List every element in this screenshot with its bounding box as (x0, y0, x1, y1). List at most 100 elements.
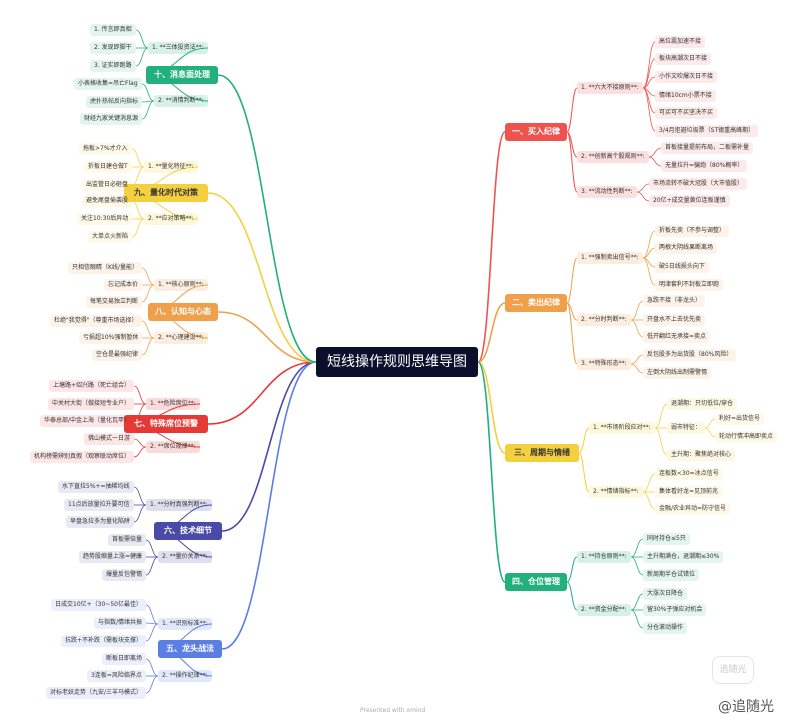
leaf-item[interactable]: 断板日即离场 (102, 653, 147, 665)
leaf-item[interactable]: 两根大阴线果断离场 (655, 242, 718, 254)
subtopic[interactable]: 1. **强制卖出信号**: (577, 252, 643, 264)
leaf-item[interactable]: 连板数<30=冰点信号 (655, 468, 723, 480)
branch-b9[interactable]: 九、量化时代对策 (124, 184, 208, 202)
leaf-item[interactable]: 同时持仓≤5只 (643, 533, 690, 545)
leaf-item[interactable]: 小作文吹爆次日不接 (655, 71, 718, 83)
leaf-item[interactable]: 低开翻红无承接=卖点 (643, 331, 711, 343)
leaf-item[interactable]: 抗跌+不补跌（需板块支撑） (61, 635, 147, 647)
subtopic[interactable]: 1. **识别标准**: (158, 618, 212, 630)
leaf-item[interactable]: 集体看好龙=见顶前兆 (655, 486, 723, 498)
branch-b7[interactable]: 七、特殊席位预警 (124, 415, 208, 433)
branch-b6[interactable]: 六、技术细节 (154, 522, 222, 540)
subtopic[interactable]: 2. **情绪指标**: (589, 486, 643, 498)
leaf-item[interactable]: 水下直拉5%+=抽稀均线 (58, 481, 134, 493)
subtopic[interactable]: 1. **分时真强判断**: (146, 499, 212, 511)
leaf-item[interactable]: 中关村大街（做接短专业户） (48, 398, 135, 410)
leaf-item[interactable]: 破5日线损头向下 (655, 261, 709, 273)
leaf-item[interactable]: 拖板>7%才介入 (79, 143, 132, 155)
leaf-item[interactable]: 3连板=风险临界点 (87, 670, 146, 682)
leaf-item[interactable]: 左倒大阴线出制需警惕 (643, 367, 712, 379)
leaf-item[interactable]: 对标老妖走势（九安/三羊马模式） (46, 687, 147, 699)
leaf-item[interactable]: 无量拉升=骗炮（80%概率） (661, 160, 748, 172)
leaf-item[interactable]: 大单点火新陷 (88, 231, 133, 243)
leaf-item[interactable]: 主升期满仓，退潮期≤30% (643, 551, 724, 563)
subtopic[interactable]: 1. **核心原则**: (154, 279, 208, 291)
leaf-item[interactable]: 空仓是最强纪律 (92, 349, 143, 361)
leaf-item[interactable]: 11点后放量拉升要可信 (64, 499, 134, 511)
leaf-item[interactable]: 金融/农业异动=防守信号 (655, 503, 731, 515)
leaf-item[interactable]: 机构榜需辨别真假（观察联动席位） (30, 451, 135, 463)
leaf-item[interactable]: 亏损超10%强制暂休 (79, 332, 143, 344)
subtopic[interactable]: 2. **应对策略**: (144, 213, 198, 225)
subtopic[interactable]: 1. **危险席位**: (146, 398, 200, 410)
leaf-item[interactable]: 20亿+成交量黄位连板谨慎 (649, 195, 730, 207)
leaf-item[interactable]: 分仓滚动操作 (643, 622, 688, 634)
leaf-item[interactable]: 新周期半仓试错位 (643, 569, 700, 581)
leaf-item[interactable]: 出监管日必砸盘 (82, 179, 133, 191)
leaf-item[interactable]: 可买可不买坚决不买 (655, 107, 718, 119)
leaf-item[interactable]: 每笔交易独立判断 (86, 296, 143, 308)
subtopic[interactable]: 2. **操作纪律**: (158, 670, 212, 682)
leaf-item[interactable]: 板块高潮次日不接 (655, 53, 712, 65)
leaf-item[interactable]: 趋势股缩量上涨=健康 (79, 551, 147, 563)
leaf-item[interactable]: 避免尾盘偷袭股 (82, 195, 133, 207)
subtopic[interactable]: 3. **特殊形态**: (577, 358, 631, 370)
subtopic[interactable]: 1. **六大不接原则**: (577, 82, 643, 94)
leaf-item[interactable]: 折板日建仓做T (84, 161, 132, 173)
leaf-item[interactable]: 市场流转不破大冠股（大市值股） (649, 178, 748, 190)
subtopic[interactable]: 3. **流动性判断**: (577, 186, 637, 198)
branch-b8[interactable]: 八、认知与心态 (148, 303, 218, 321)
leaf-item[interactable]: 1. 传言即真相 (90, 24, 136, 36)
subtopic[interactable]: 2. **心理建设**: (154, 332, 208, 344)
branch-b2[interactable]: 二、卖出纪律 (505, 294, 567, 312)
leaf-item[interactable]: 只相信眼睛（K线/量能） (68, 262, 142, 274)
leaf-item[interactable]: 反包股多为出货股（80%风险） (643, 349, 737, 361)
leaf-item[interactable]: 小表格收集=吊亡Flag (74, 78, 142, 90)
leaf-item[interactable]: 3. 证实即跑路 (90, 60, 136, 72)
leaf-item[interactable]: 佛山模式一日游 (84, 433, 135, 445)
branch-b10[interactable]: 十、消息面处理 (146, 66, 218, 84)
leaf-item[interactable]: 退潮期：只切低位/穿仓 (667, 398, 738, 410)
subtopic[interactable]: 2. **资金分配**: (577, 604, 631, 616)
leaf-item[interactable]: 上塘路+绍兴路（死亡组合） (49, 380, 135, 392)
leaf-item[interactable]: 早盘急拉多为量化陷阱 (66, 516, 135, 528)
leaf-item[interactable]: 明津套利不封板立即跑 (655, 279, 724, 291)
subtopic[interactable]: 2. **创新高个股规则**: (577, 151, 649, 163)
leaf-item[interactable]: 2. 发现即脚干 (90, 42, 136, 54)
leaf-item[interactable]: 3/4月拒避垃圾票（ST德重高峰期） (655, 125, 759, 137)
leaf-item[interactable]: 爆量反包警惕 (102, 569, 147, 581)
leaf-item[interactable]: 主升期：聚焦绝对核心 (667, 449, 736, 461)
leaf-item[interactable]: 大涨次日降仓 (643, 588, 688, 600)
leaf-item[interactable]: 首板接量提前布局，二板需补量 (661, 142, 754, 154)
subtopic[interactable]: 2. **席位规律**: (146, 441, 200, 453)
leaf-item[interactable]: 开盘水不上去优先卖 (643, 314, 706, 326)
subtopic[interactable]: 1. **量化特征**: (144, 161, 198, 173)
leaf-item[interactable]: 弱市特征： (667, 422, 706, 434)
leaf-item[interactable]: 虎扑热帖反向指标 (86, 96, 143, 108)
branch-b3[interactable]: 三、周期与情绪 (505, 444, 579, 462)
subtopic[interactable]: 1. **市场阶段应对**: (589, 422, 655, 434)
branch-b1[interactable]: 一、买入纪律 (505, 123, 567, 141)
leaf-item[interactable]: 高位震加速不接 (655, 36, 706, 48)
leaf-item[interactable]: 华泰总部/中金上海（量化瓦甲） (40, 415, 135, 427)
leaf-item[interactable]: 首板需倍量 (108, 534, 147, 546)
leaf-item[interactable]: 关注10:30后异动 (77, 213, 133, 225)
root-topic[interactable]: 短线操作规则思维导图 (316, 347, 478, 377)
subtopic[interactable]: 2. **量价关系**: (158, 551, 212, 563)
leaf-item[interactable]: 忘记成本价 (104, 279, 143, 291)
leaf-item[interactable]: 轮动行情冲高即卖点 (715, 431, 778, 443)
leaf-item[interactable]: 日成交10亿+（30~50亿最佳） (51, 599, 146, 611)
leaf-item[interactable]: 与指数/情绪共振 (94, 617, 147, 629)
branch-b4[interactable]: 四、仓位管理 (505, 573, 567, 591)
leaf-item[interactable]: 杜绝"我觉得"（尊重市场选择） (50, 315, 142, 327)
subtopic[interactable]: 2. **分时判断**: (577, 314, 631, 326)
leaf-item[interactable]: 利好=出货信号 (715, 413, 765, 425)
subtopic[interactable]: 1. **持仓原则**: (577, 551, 631, 563)
subtopic[interactable]: 2. **消情判断**: (154, 95, 208, 107)
leaf-item[interactable]: 急跌不接（非龙头） (643, 295, 706, 307)
subtopic[interactable]: 1. **三体投资法**: (148, 42, 208, 54)
leaf-item[interactable]: 财经九家关键消息源 (80, 113, 143, 125)
leaf-item[interactable]: 折板先卖（不参与调整） (655, 225, 730, 237)
leaf-item[interactable]: 情绪10cm小票不接 (655, 90, 716, 102)
branch-b5[interactable]: 五、龙头战法 (158, 640, 222, 658)
